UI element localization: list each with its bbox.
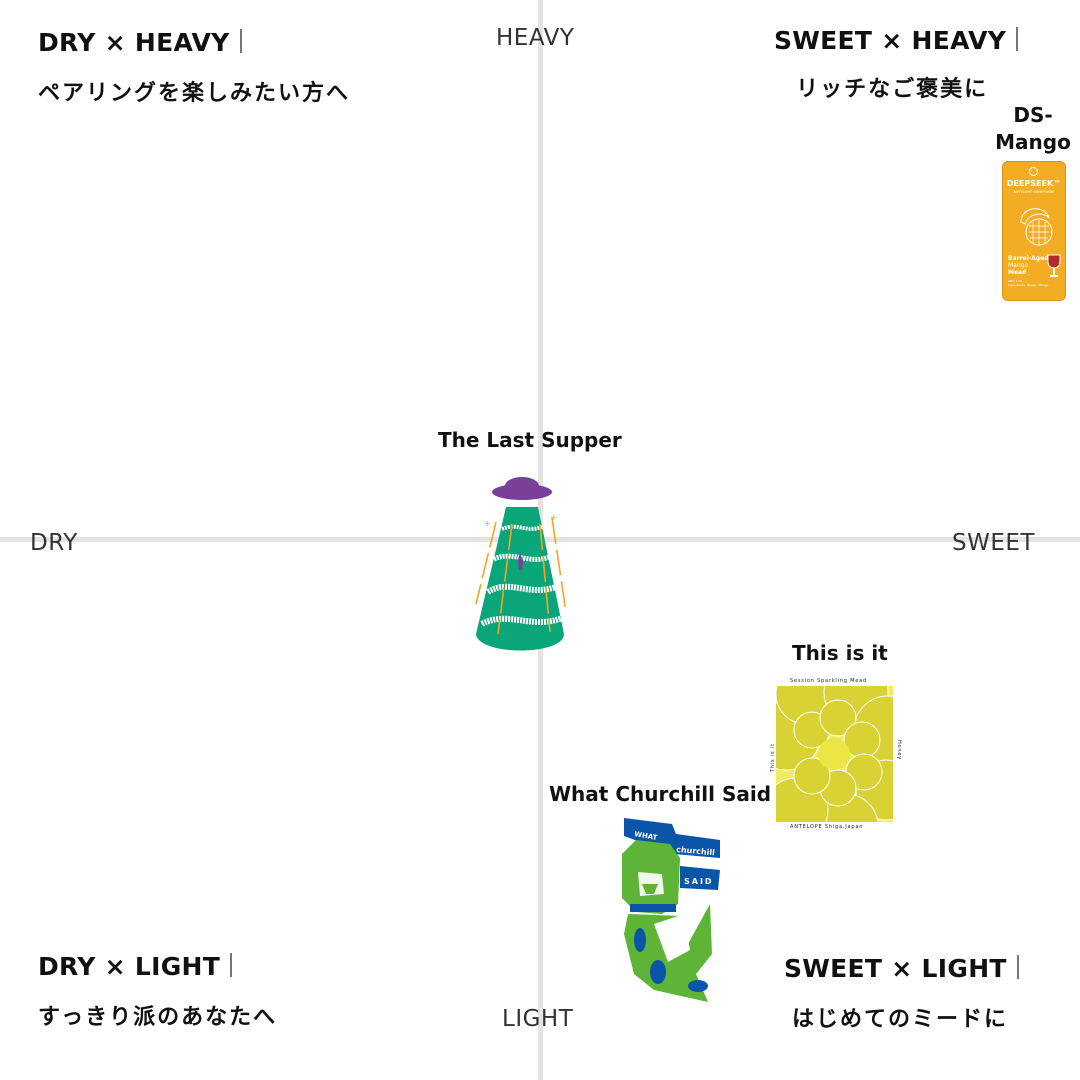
what-churchill-said-illustration[interactable]: WHAT churchill SAID xyxy=(614,814,724,1010)
mango-icon xyxy=(1020,208,1053,246)
product-label-this-is-it: This is it xyxy=(792,641,888,665)
quadrant-title: DRY × LIGHT xyxy=(38,952,277,981)
flower-pattern-icon xyxy=(751,659,923,859)
product-label-the-last-supper: The Last Supper xyxy=(438,428,622,452)
product-name-line: Mango xyxy=(995,130,1071,154)
label-word-what: WHAT xyxy=(634,830,658,842)
this-is-it-bottle-label[interactable] xyxy=(751,659,923,859)
quadrant-subtitle: すっきり派のあなたへ xyxy=(38,1005,278,1030)
quadrant-sweet-light: SWEET × LIGHT はじめてのミードに xyxy=(784,954,1019,1033)
quadrant-subtitle: はじめてのミードに xyxy=(792,1007,1009,1032)
label-left-text: This is it xyxy=(770,743,776,772)
product-label-what-churchill-said: What Churchill Said xyxy=(549,782,772,806)
axis-label-sweet: SWEET xyxy=(952,530,1035,556)
divider-bar xyxy=(1016,27,1019,51)
label-line: Barrel-Aged xyxy=(1008,255,1049,262)
quadrant-title: SWEET × LIGHT xyxy=(784,954,1019,983)
label-right-text: Honey xyxy=(896,740,902,761)
axis-label-heavy: HEAVY xyxy=(496,25,575,51)
label-line: Mango xyxy=(1008,262,1029,269)
svg-text:+: + xyxy=(484,519,491,528)
label-bottom-text: ANTELOPE Shiga,Japan xyxy=(790,824,864,830)
label-abv-text: ABV: 14% xyxy=(1008,279,1023,283)
divider-bar xyxy=(1016,955,1019,979)
ds-mango-bottle-label[interactable]: DEEPSEEK™ ANTELOPE HONEYWINE Barrel-Aged… xyxy=(1002,161,1066,301)
divider-bar xyxy=(230,953,233,977)
axis-label-light: LIGHT xyxy=(502,1006,574,1032)
tag-hole-icon xyxy=(1029,167,1038,176)
label-abv: ABV: 14% Ingredients: Honey, Mango xyxy=(1008,279,1048,287)
label-brand: DEEPSEEK™ xyxy=(1006,179,1062,188)
divider-bar xyxy=(239,29,242,53)
quadrant-dry-light: DRY × LIGHT すっきり派のあなたへ xyxy=(38,952,277,1031)
quadrant-subtitle: リッチなご褒美に xyxy=(796,77,989,102)
svg-text:+: + xyxy=(550,513,558,523)
label-word-said: SAID xyxy=(684,877,714,886)
wine-glass-icon xyxy=(1047,254,1061,277)
quadrant-sweet-heavy: SWEET × HEAVY リッチなご褒美に xyxy=(774,26,1019,103)
label-ingredients: Ingredients: Honey, Mango xyxy=(1008,283,1049,287)
quadrant-title: DRY × HEAVY xyxy=(38,28,350,57)
label-maker: ANTELOPE HONEYWINE xyxy=(1013,190,1055,194)
the-last-supper-illustration[interactable]: + + xyxy=(468,474,568,656)
product-label-ds-mango: DS- Mango xyxy=(992,102,1074,156)
label-top-text: Session Sparkling Mead xyxy=(790,678,867,684)
axis-label-dry: DRY xyxy=(30,530,78,556)
quadrant-title: SWEET × HEAVY xyxy=(774,26,1019,55)
quadrant-dry-heavy: DRY × HEAVY ペアリングを楽しみたい方へ xyxy=(38,28,350,107)
product-name-line: DS- xyxy=(1013,103,1053,127)
label-product-name: Barrel-Aged Mango Mead xyxy=(1008,255,1048,276)
label-word-churchill: churchill xyxy=(676,845,716,857)
label-line: Mead xyxy=(1008,269,1027,276)
quadrant-subtitle: ペアリングを楽しみたい方へ xyxy=(38,81,351,106)
